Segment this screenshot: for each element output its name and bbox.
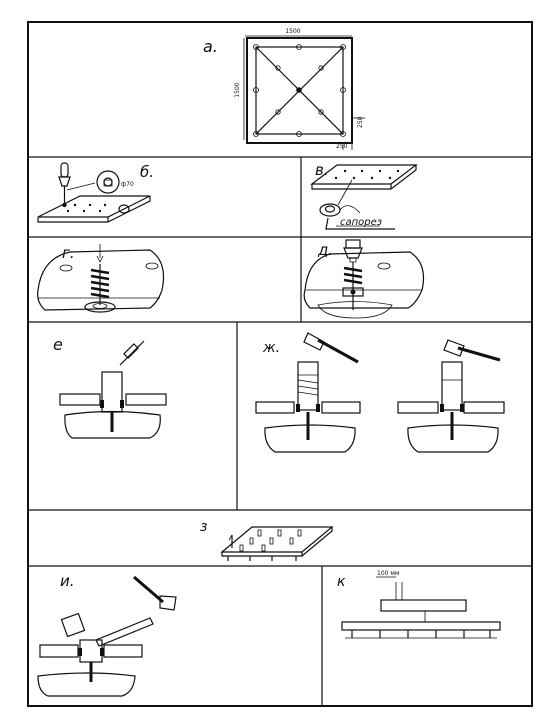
panel-a-label: а. — [203, 37, 218, 56]
cut-piece — [60, 612, 86, 638]
outer-frame — [27, 21, 533, 707]
punch-handle — [60, 162, 69, 178]
chisel — [95, 617, 154, 647]
anchor-spring — [90, 264, 110, 305]
plate-outline — [246, 37, 353, 144]
plate-legs — [345, 630, 497, 639]
wrench-head — [345, 239, 361, 249]
plate-dots — [66, 203, 107, 213]
base-plate — [341, 621, 501, 631]
anchor-studs — [227, 529, 302, 561]
syringe-icon — [119, 340, 145, 366]
dim-top-label: 1500 — [285, 28, 300, 35]
panel-a: а. 1500 1500 250 250 — [203, 28, 365, 150]
panel-v: в. сапорез — [310, 161, 418, 230]
panel-e: е — [53, 335, 167, 439]
sleeve-right — [441, 361, 463, 411]
panel-zh-label: ж. — [262, 340, 280, 356]
sleeve — [101, 371, 123, 413]
hammer-icon-i — [133, 575, 177, 611]
dim-right-label: 250 — [357, 116, 364, 128]
panel-zh: ж. — [255, 332, 505, 453]
anchor-spring-d — [343, 262, 363, 310]
panel-grid — [28, 156, 532, 706]
level-bar — [380, 599, 467, 612]
hole-detail-circle — [96, 170, 120, 194]
panel-i: и. — [37, 572, 177, 697]
panel-b-label: б. — [140, 163, 154, 181]
panel-z-label: з — [200, 519, 207, 535]
panel-e-label: е — [53, 335, 63, 354]
panel-d: д. — [303, 239, 425, 319]
hammer-icon-left — [303, 332, 359, 364]
panel-k: к 100 мм — [337, 570, 501, 639]
dim-left-label: 1500 — [234, 82, 241, 97]
tool-note: сапорез — [340, 217, 382, 228]
panel-g: г. — [37, 244, 165, 313]
panel-z: з — [200, 519, 334, 561]
panel-b: б. ф70 — [37, 162, 154, 223]
hammer-icon-right — [443, 339, 501, 362]
drill-cable — [325, 217, 395, 230]
anchor-holes — [253, 44, 346, 137]
hole-diameter-note: ф70 — [121, 181, 134, 188]
panel-k-label: к — [337, 574, 346, 590]
dim-bottom-label: 250 — [336, 143, 348, 150]
clearance-note: 100 мм — [377, 570, 399, 577]
panel-i-label: и. — [60, 572, 75, 590]
sleeve-left — [297, 361, 319, 411]
